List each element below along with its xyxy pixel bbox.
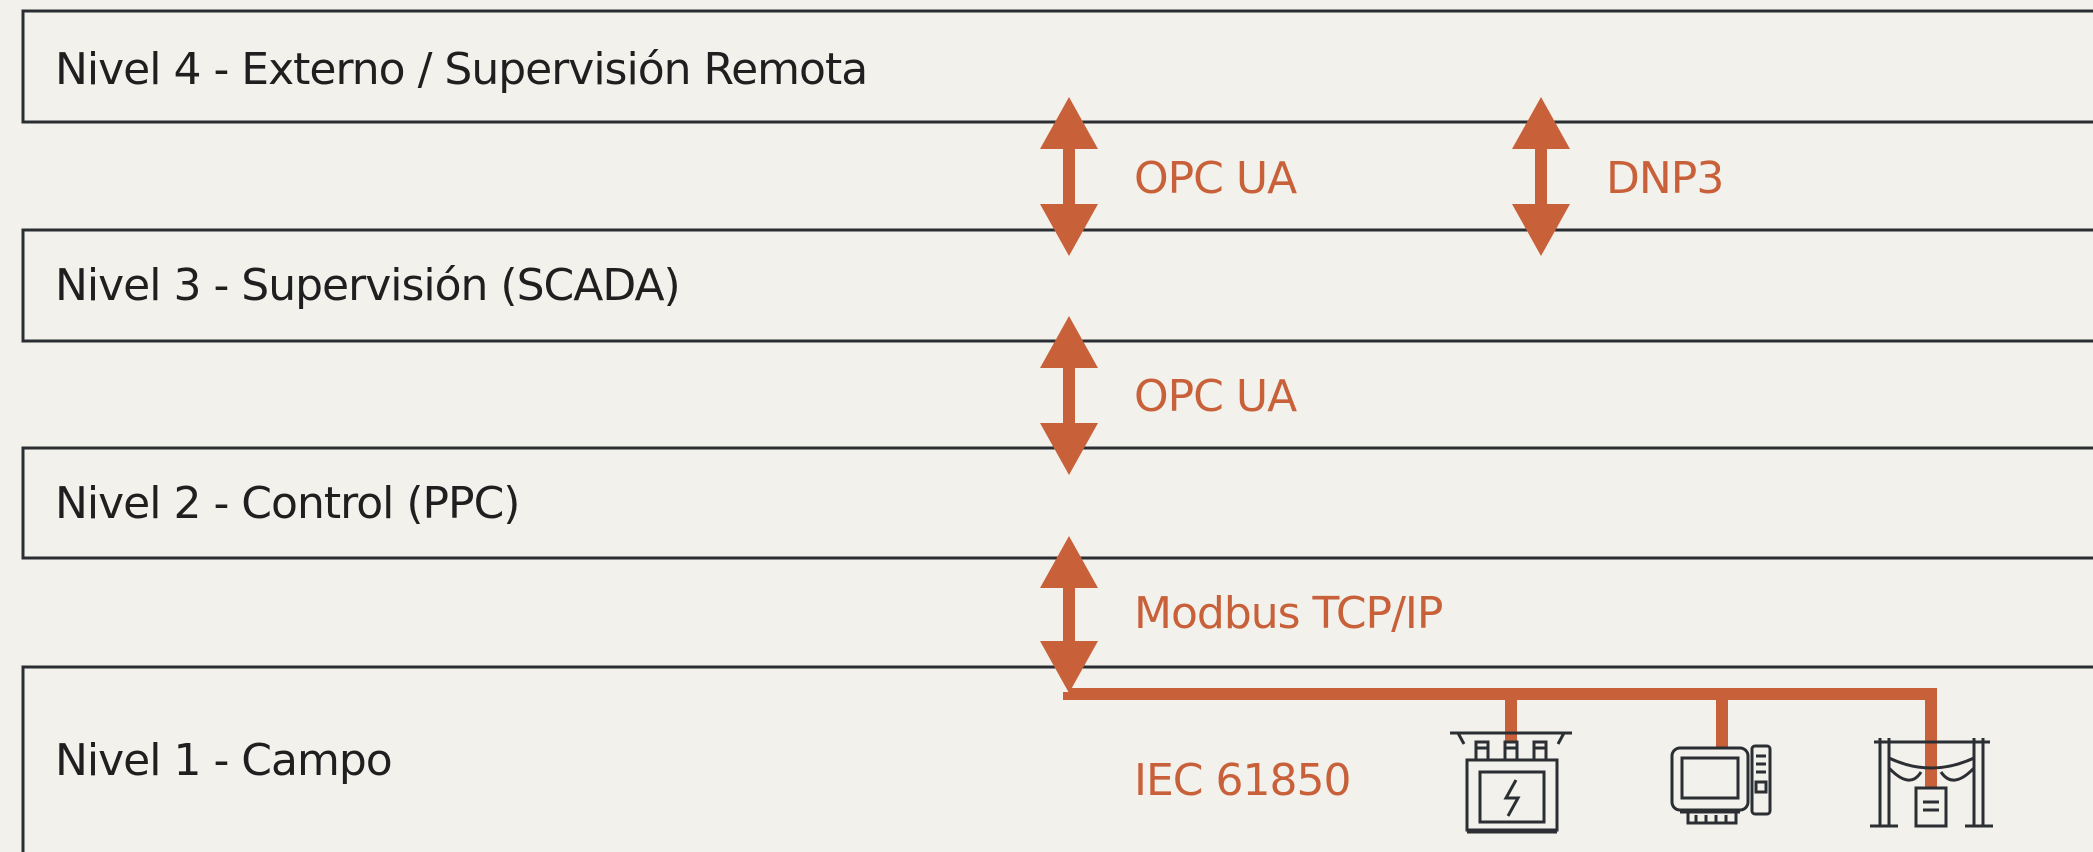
opc-ua-arrow-4-3: [1040, 97, 1098, 256]
level-4-label: Nivel 4 - Externo / Supervisión Remota: [55, 44, 867, 95]
level-1-label: Nivel 1 - Campo: [55, 735, 392, 786]
level-2-label: Nivel 2 - Control (PPC): [55, 478, 519, 529]
dnp3-arrow-4-3: [1512, 97, 1570, 256]
transformer-icon: [1450, 731, 1572, 834]
link-label-opc-ua-top: OPC UA: [1134, 153, 1297, 204]
link-label-modbus: Modbus TCP/IP: [1134, 588, 1443, 639]
modbus-arrow-2-1: [1040, 536, 1098, 693]
computer-terminal-icon: [1670, 744, 1772, 825]
level-2-box: Nivel 2 - Control (PPC): [21, 446, 2093, 560]
level-3-label: Nivel 3 - Supervisión (SCADA): [55, 260, 680, 311]
link-label-dnp3: DNP3: [1606, 153, 1723, 204]
field-bus-label: IEC 61850: [1134, 755, 1350, 806]
opc-ua-arrow-3-2: [1040, 316, 1098, 475]
link-label-opc-ua-mid: OPC UA: [1134, 371, 1297, 422]
level-4-box: Nivel 4 - Externo / Supervisión Remota: [21, 9, 2093, 124]
level-3-box: Nivel 3 - Supervisión (SCADA): [21, 228, 2093, 343]
switchgear-icon: [1870, 738, 1993, 828]
